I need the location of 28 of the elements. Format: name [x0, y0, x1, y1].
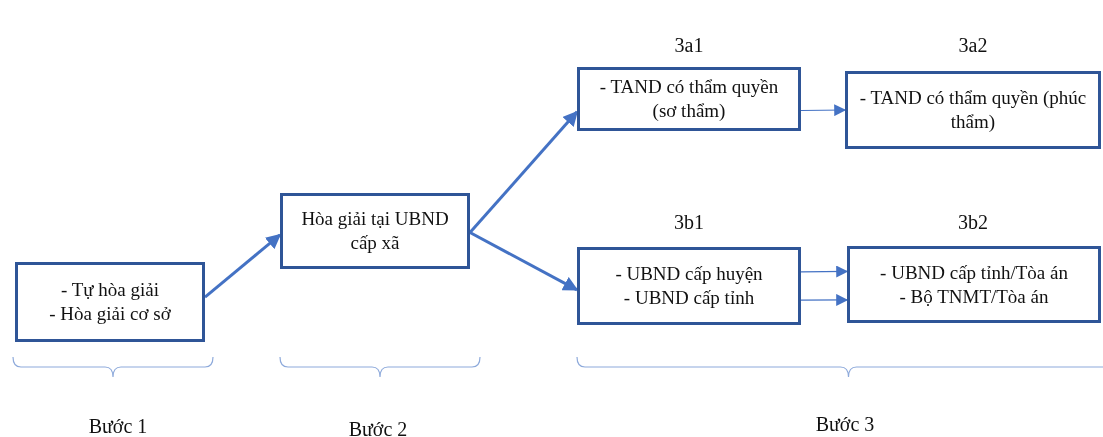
process-box — [845, 71, 1101, 149]
box-text: - UBND cấp tỉnh/Tòa án — [880, 260, 1068, 285]
arrow — [800, 104, 847, 117]
arrow — [800, 265, 849, 278]
step-label: Bước 2 — [348, 418, 408, 437]
box-text: - UBND cấp tỉnh — [623, 286, 755, 310]
box-text: Hòa giải tại UBND cấp xã — [300, 207, 450, 255]
box-text: - Hòa giải cơ sở — [49, 302, 171, 326]
step-label: Bước 3 — [815, 413, 875, 436]
step-heading: 3a1 — [674, 34, 704, 57]
box-text: - TAND có thẩm quyền (phúc thẩm) — [858, 86, 1088, 134]
process-box — [577, 67, 801, 131]
box-text: - UBND cấp huyện — [615, 262, 763, 286]
box-text: - Bộ TNMT/Tòa án — [899, 284, 1049, 309]
arrow — [469, 231, 579, 292]
step-heading: 3a2 — [958, 34, 988, 57]
arrow — [800, 293, 849, 306]
step-label: Bước 1 — [88, 415, 148, 437]
process-box — [577, 247, 801, 325]
box-text: - TAND có thẩm quyền (sơ thẩm) — [598, 75, 780, 123]
process-box — [847, 246, 1101, 323]
step-heading: 3b2 — [958, 211, 988, 234]
box-text: - Tự hòa giải — [60, 278, 160, 302]
arrow — [468, 110, 579, 234]
process-box — [280, 193, 470, 269]
process-box — [15, 262, 205, 342]
step-heading: 3b1 — [674, 211, 704, 234]
arrow — [204, 233, 282, 299]
